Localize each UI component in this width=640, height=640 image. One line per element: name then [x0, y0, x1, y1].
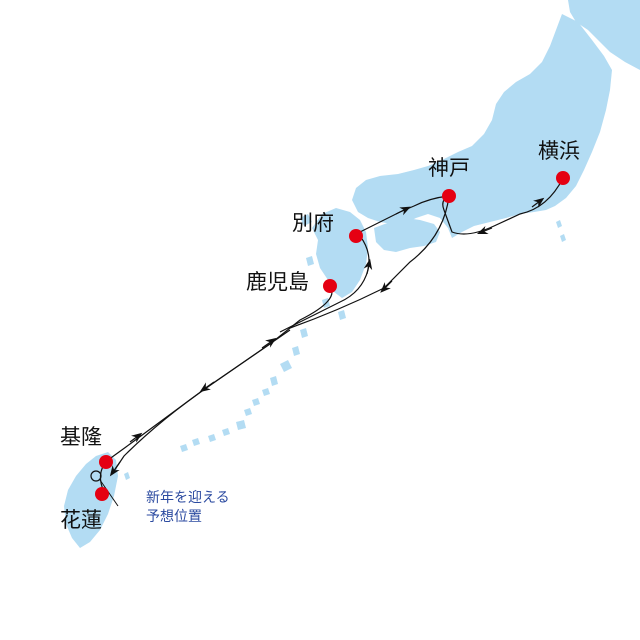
port-keelung[interactable] [99, 455, 113, 469]
annotation-leader [99, 479, 119, 507]
label-hualien: 花蓮 [60, 508, 102, 532]
route-south-return [111, 329, 291, 475]
label-beppu: 別府 [292, 211, 334, 235]
new-year-note-line2: 予想位置 [146, 509, 202, 525]
label-keelung: 基隆 [60, 425, 102, 449]
land [64, 0, 640, 548]
port-hualien[interactable] [95, 487, 109, 501]
port-kobe[interactable] [442, 189, 456, 203]
new-year-note: 新年を迎える 予想位置 [146, 489, 230, 527]
land-hokkaido [568, 0, 640, 70]
ports [95, 171, 570, 501]
port-kagoshima[interactable] [323, 279, 337, 293]
land-taiwan [64, 452, 118, 548]
route-kagoshima-keelung [107, 285, 333, 461]
label-yokohama: 横浜 [538, 139, 580, 163]
land-honshu [352, 14, 612, 238]
new-year-position [90, 470, 102, 482]
label-kobe: 神戸 [428, 156, 470, 180]
port-beppu[interactable] [349, 229, 363, 243]
label-kagoshima: 鹿児島 [246, 270, 309, 294]
port-yokohama[interactable] [556, 171, 570, 185]
new-year-note-line1: 新年を迎える [146, 490, 230, 506]
land-shikoku [374, 218, 440, 252]
